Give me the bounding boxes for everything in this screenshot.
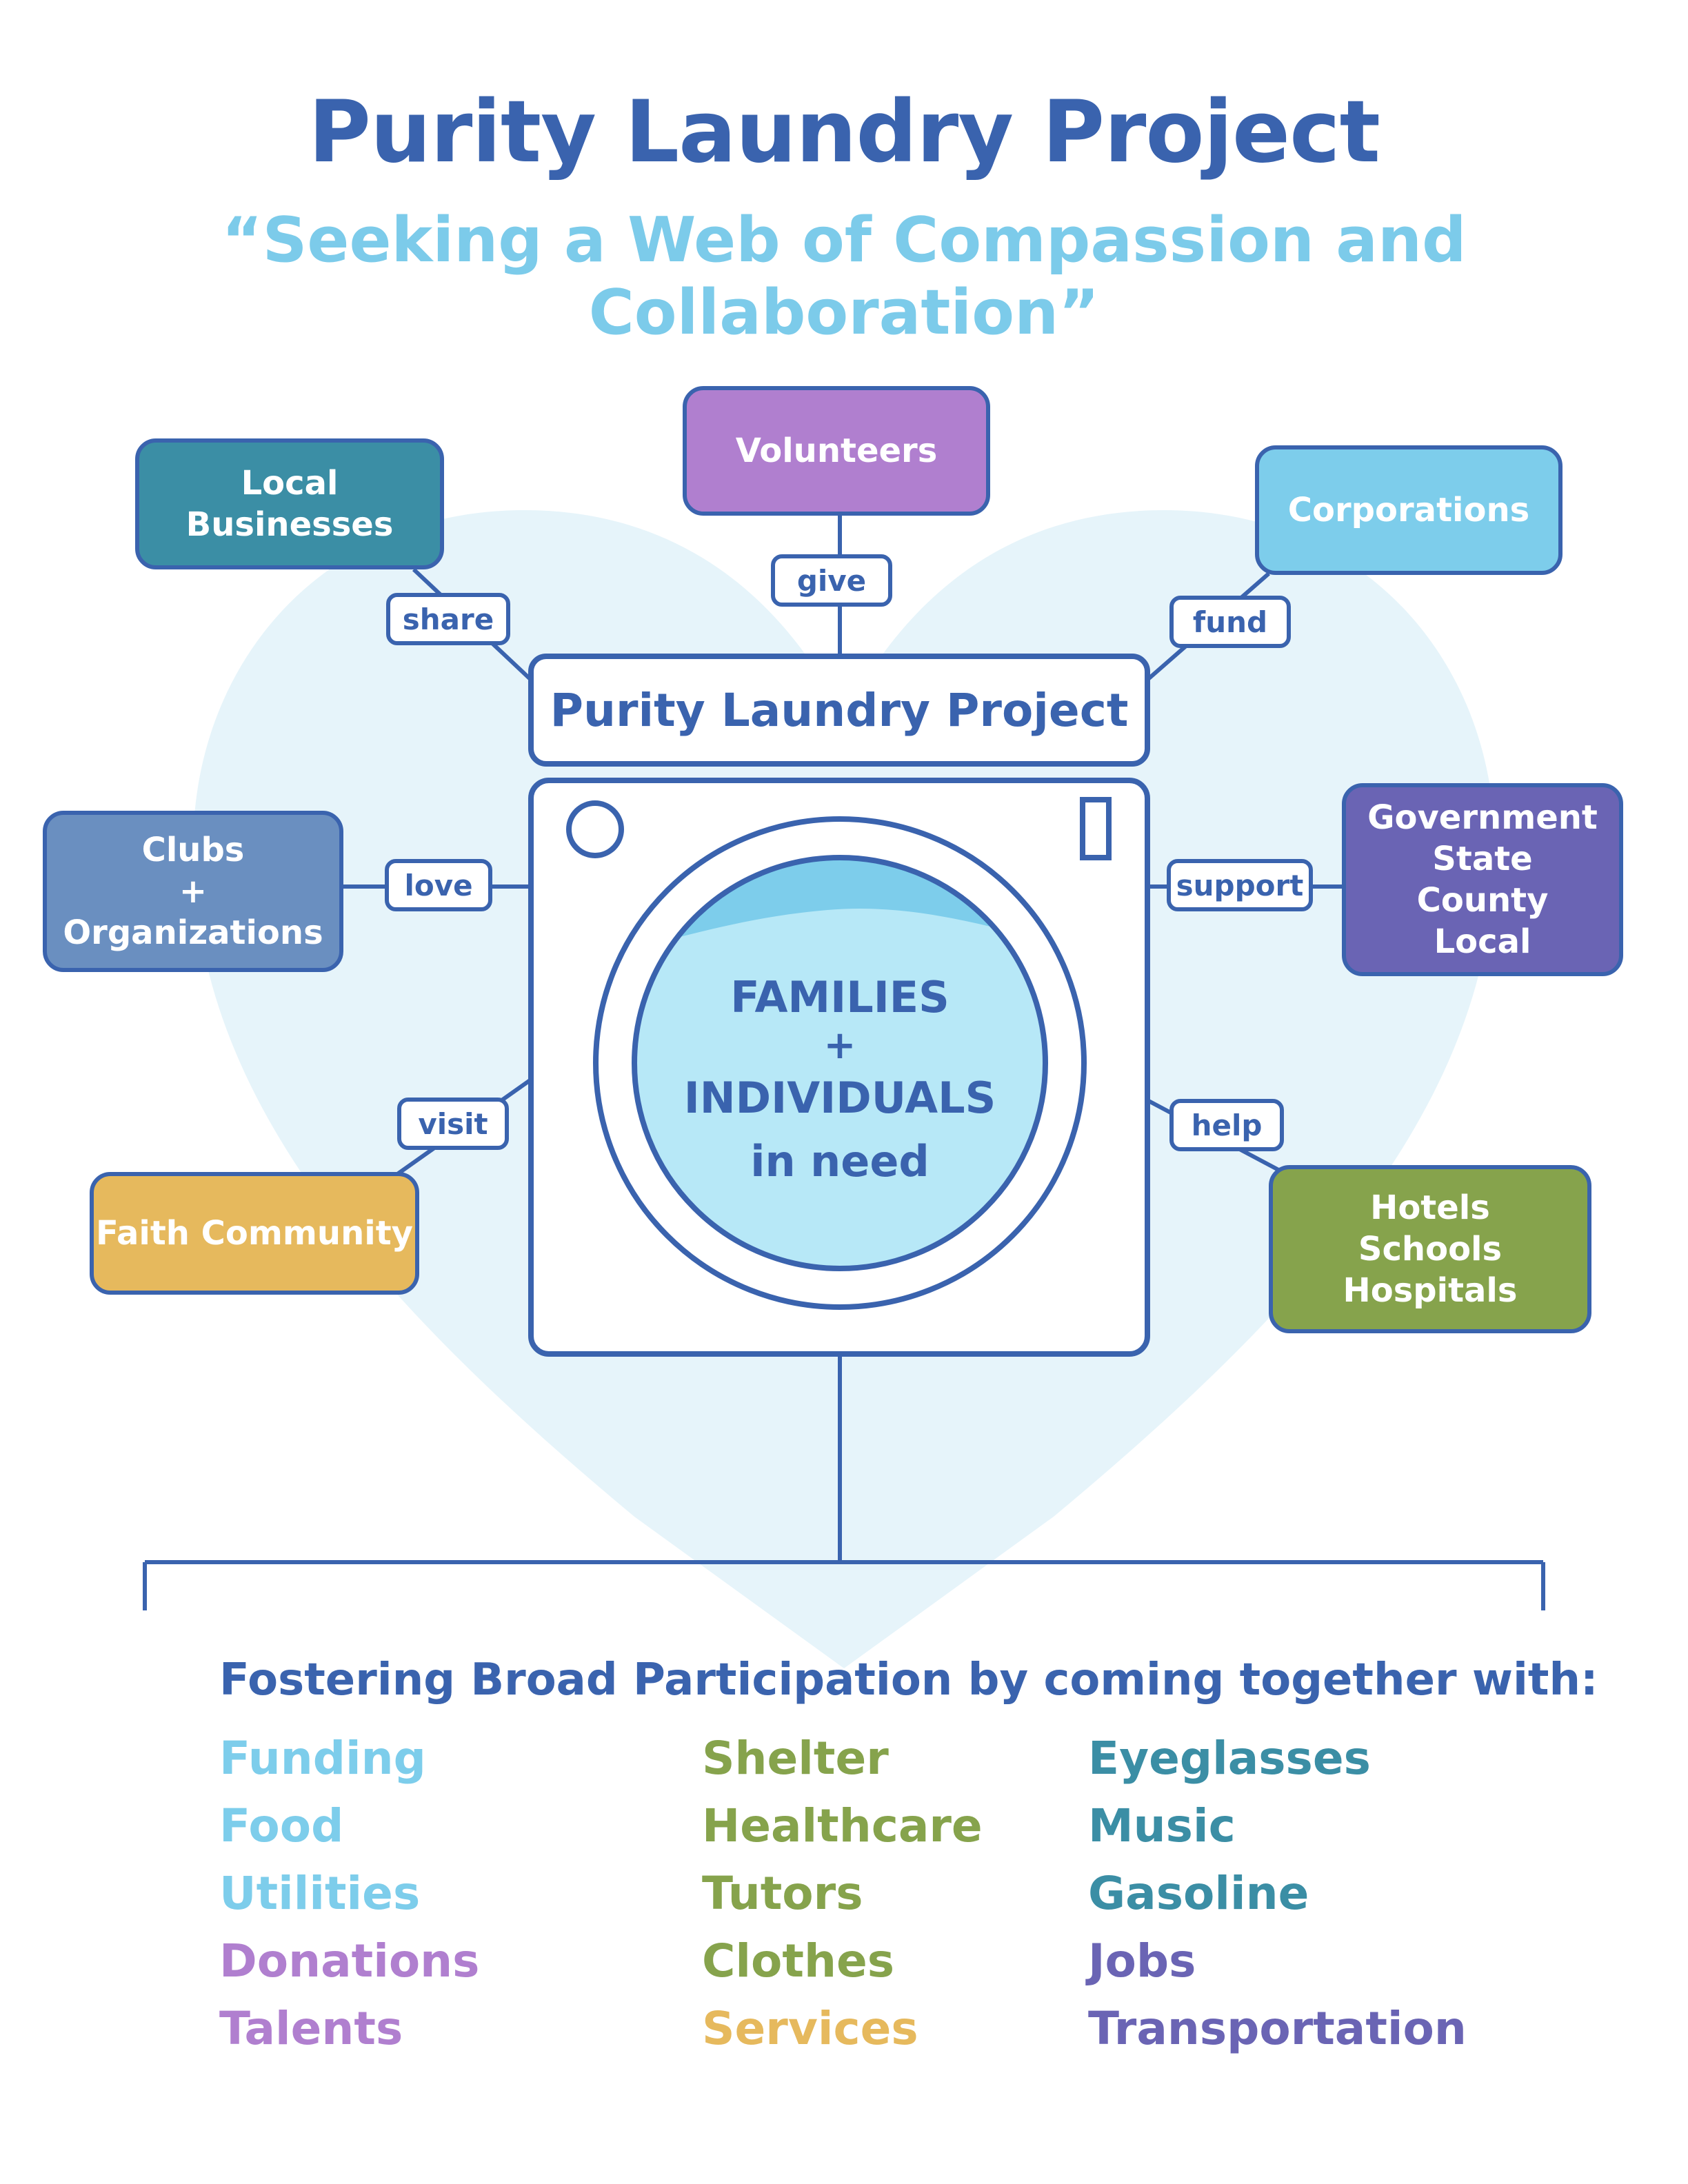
node-corporations-label: Corporations [1287, 491, 1530, 529]
page-subtitle: “Seeking a Web of Compassion and Collabo… [221, 204, 1467, 349]
drum-individuals-label: INDIVIDUALS [683, 1073, 996, 1123]
node-government-label: Government State County Local [1367, 798, 1598, 961]
node-volunteers-label: Volunteers [735, 432, 938, 470]
participation-item: Services [702, 2002, 918, 2055]
node-volunteers: Volunteers [683, 386, 990, 516]
participation-column-3: Eyeglasses Music Gasoline Jobs Transport… [1088, 1725, 1467, 2063]
participation-item: Food [219, 1799, 344, 1852]
tag-give: give [771, 554, 892, 607]
participation-item: Shelter [702, 1732, 889, 1785]
drum-plus-label: + [823, 1023, 856, 1068]
tag-love: love [385, 859, 492, 911]
participation-heading: Fostering Broad Participation by coming … [219, 1655, 1598, 1706]
machine-title: Purity Laundry Project [550, 683, 1129, 737]
node-clubs-organizations-label: Clubs + Organizations [63, 831, 323, 952]
tag-visit: visit [397, 1098, 509, 1150]
participation-item: Jobs [1088, 1934, 1196, 1988]
node-hotels-schools-hospitals: Hotels Schools Hospitals [1269, 1165, 1591, 1333]
participation-item: Talents [219, 2002, 403, 2055]
node-faith-community-label: Faith Community [96, 1214, 413, 1253]
drum-families-label: FAMILIES [730, 972, 950, 1022]
participation-item: Tutors [702, 1867, 863, 1920]
participation-item: Clothes [702, 1934, 894, 1988]
machine-top-panel [528, 654, 1150, 767]
machine-drum [634, 858, 1045, 1268]
participation-column-2: Shelter Healthcare Tutors Clothes Servic… [702, 1725, 983, 2063]
tag-fund: fund [1169, 596, 1291, 648]
participation-item: Transportation [1088, 2002, 1467, 2055]
node-local-businesses-label: Local Businesses [185, 464, 394, 544]
node-clubs-organizations: Clubs + Organizations [43, 811, 343, 972]
participation-item: Donations [219, 1934, 480, 1988]
participation-item: Gasoline [1088, 1867, 1309, 1920]
tag-share: share [386, 593, 510, 645]
node-local-businesses: Local Businesses [135, 438, 444, 569]
participation-item: Funding [219, 1732, 426, 1785]
page-title: Purity Laundry Project [308, 83, 1380, 182]
node-hotels-schools-hospitals-label: Hotels Schools Hospitals [1343, 1189, 1518, 1310]
participation-item: Eyeglasses [1088, 1732, 1371, 1785]
participation-item: Healthcare [702, 1799, 983, 1852]
machine-slot [1080, 797, 1112, 860]
node-government: Government State County Local [1342, 783, 1623, 976]
node-corporations: Corporations [1255, 445, 1563, 575]
tag-help: help [1169, 1099, 1284, 1151]
participation-item: Music [1088, 1799, 1236, 1852]
node-faith-community: Faith Community [90, 1172, 419, 1295]
participation-column-1: Funding Food Utilities Donations Talents [219, 1725, 479, 2063]
tag-support: support [1167, 859, 1313, 911]
drum-in-need-label: in need [750, 1136, 930, 1186]
machine-knob [566, 800, 624, 858]
participation-item: Utilities [219, 1867, 421, 1920]
